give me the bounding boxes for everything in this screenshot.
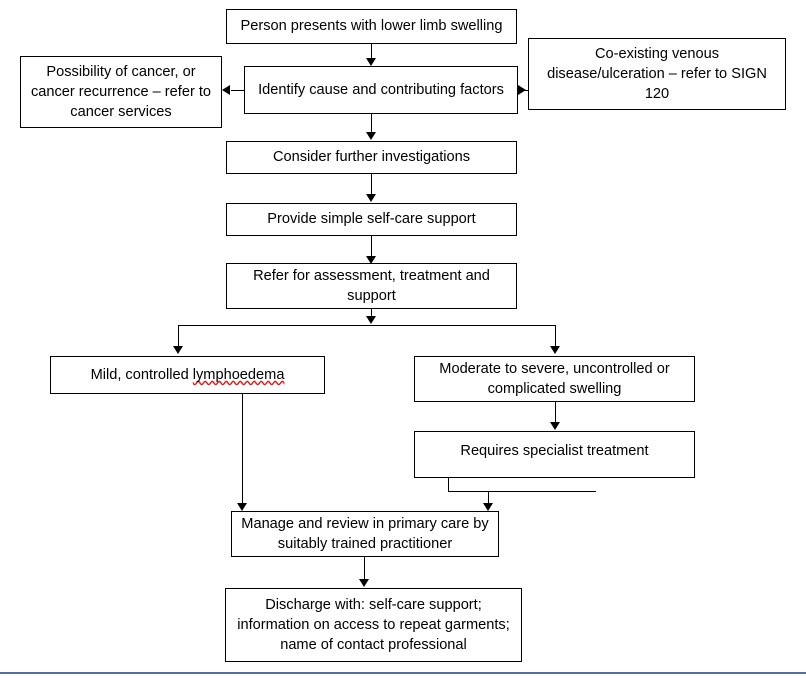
node-mild-label: Mild, controlled lymphoedema — [91, 365, 285, 385]
node-manage-label: Manage and review in primary care by sui… — [241, 515, 489, 552]
node-selfcare: Provide simple self-care support — [226, 203, 517, 236]
edge-split-moderate-line — [555, 325, 556, 347]
node-venous: Co-existing venous disease/ulceration – … — [528, 38, 786, 110]
edge-investigations-selfcare-arrow — [366, 194, 376, 202]
edge-investigations-selfcare-line — [371, 174, 372, 195]
edge-specialist-manage-drop — [488, 491, 489, 505]
node-mild-label-prefix: Mild, controlled — [90, 366, 193, 383]
node-manage: Manage and review in primary care by sui… — [231, 511, 499, 557]
node-discharge-label: Discharge with: self-care support; infor… — [237, 596, 510, 654]
edge-moderate-specialist-line — [555, 402, 556, 424]
node-specialist: Requires specialist treatment — [414, 431, 695, 478]
node-cancer: Possibility of cancer, or cancer recurre… — [20, 56, 222, 128]
edge-split-moderate-arrow — [550, 346, 560, 354]
footer-rule — [0, 672, 806, 674]
edge-selfcare-refer-line — [371, 236, 372, 258]
edge-split-mild-line — [178, 325, 179, 347]
edge-start-identify-arrow — [366, 58, 376, 66]
edge-specialist-manage-stem — [448, 478, 449, 492]
node-start: Person presents with lower limb swelling — [226, 9, 517, 44]
node-start-label: Person presents with lower limb swelling — [240, 18, 503, 35]
node-refer: Refer for assessment, treatment and supp… — [226, 263, 517, 309]
edge-start-identify-line — [371, 44, 372, 59]
edge-identify-investigations-line — [371, 114, 372, 133]
node-discharge: Discharge with: self-care support; infor… — [225, 588, 522, 662]
edge-manage-discharge-line — [364, 557, 365, 580]
node-moderate: Moderate to severe, uncontrolled or comp… — [414, 356, 695, 402]
edge-split-bar — [178, 325, 555, 326]
edge-specialist-manage-arrow — [483, 503, 493, 511]
node-venous-label: Co-existing venous disease/ulceration – … — [547, 45, 767, 103]
edge-identify-investigations-arrow — [366, 132, 376, 140]
edge-manage-discharge-arrow — [359, 579, 369, 587]
edge-identify-cancer-line — [231, 90, 244, 91]
node-selfcare-label: Provide simple self-care support — [267, 211, 476, 228]
edge-mild-manage-arrow — [237, 503, 247, 511]
edge-selfcare-refer-arrow — [366, 256, 376, 264]
edge-refer-split-arrow — [366, 316, 376, 324]
edge-mild-manage-line — [242, 394, 243, 505]
node-identify: Identify cause and contributing factors — [244, 66, 518, 114]
edge-identify-cancer-arrow — [222, 85, 230, 95]
node-moderate-label: Moderate to severe, uncontrolled or comp… — [439, 360, 670, 397]
node-refer-label: Refer for assessment, treatment and supp… — [253, 267, 490, 304]
edge-identify-venous-arrow — [518, 85, 526, 95]
node-investigations-label: Consider further investigations — [272, 149, 471, 166]
node-investigations: Consider further investigations — [226, 141, 517, 174]
node-identify-label: Identify cause and contributing factors — [258, 81, 504, 98]
node-specialist-label: Requires specialist treatment — [460, 443, 649, 459]
edge-specialist-manage-elbow — [448, 491, 596, 492]
edge-refer-split-stem — [371, 309, 372, 318]
edge-split-mild-arrow — [173, 346, 183, 354]
node-mild: Mild, controlled lymphoedema — [50, 356, 325, 394]
node-cancer-label: Possibility of cancer, or cancer recurre… — [30, 63, 212, 121]
edge-moderate-specialist-arrow — [550, 422, 560, 430]
node-mild-label-misspelled: lymphoedema — [192, 366, 285, 383]
